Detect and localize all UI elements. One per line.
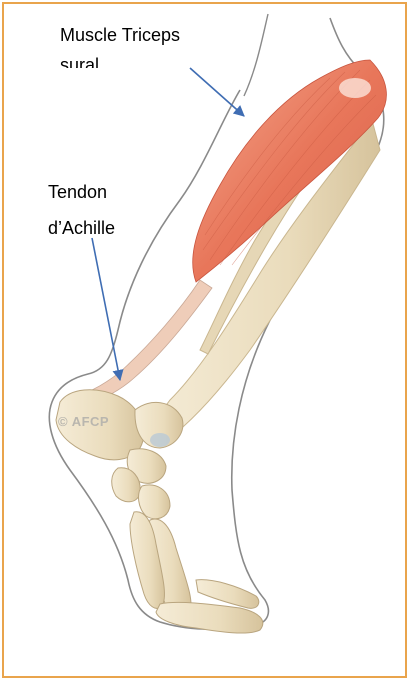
leg-skin-outline-back <box>244 14 268 96</box>
label-muscle-triceps-line2: sural <box>60 54 99 68</box>
label-tendon-line1: Tendon <box>48 181 107 203</box>
copyright-watermark: © AFCP <box>58 414 109 429</box>
ankle-joint-cartilage <box>150 433 170 447</box>
label-tendon-line2: d’Achille <box>48 217 115 239</box>
muscle-highlight <box>339 78 371 98</box>
arrow-muscle-pointer <box>190 68 244 116</box>
label-muscle-triceps-line1: Muscle Triceps <box>60 24 180 46</box>
arrow-tendon-pointer <box>92 238 120 380</box>
